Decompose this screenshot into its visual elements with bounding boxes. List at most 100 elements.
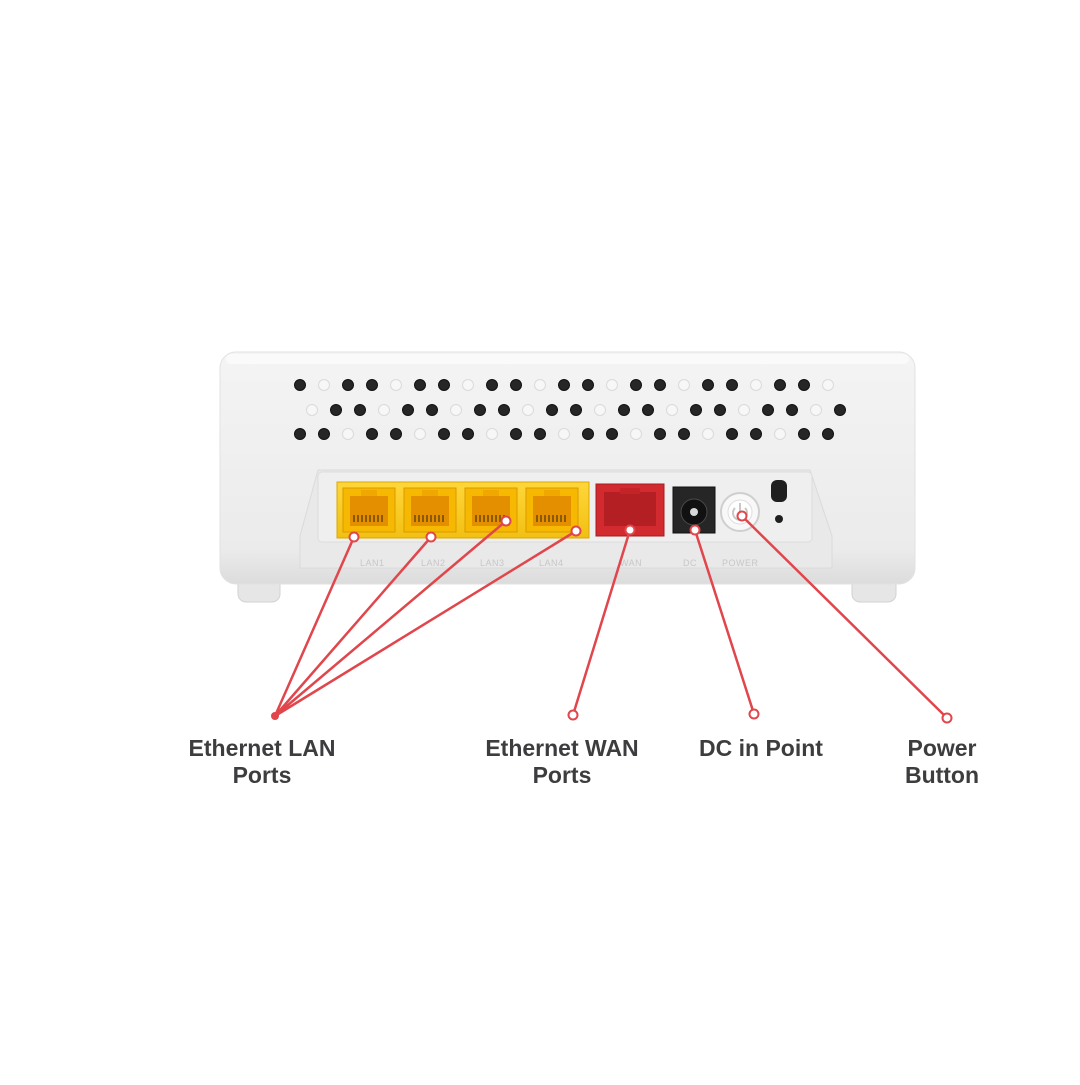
lan-port-pin	[475, 515, 477, 522]
vent-hole	[762, 404, 774, 416]
lan-port-pin	[495, 515, 497, 522]
lan-port-pin	[560, 515, 562, 522]
lan1-label: LAN1	[360, 558, 385, 568]
vent-hole	[414, 428, 426, 440]
power-label: POWER	[722, 558, 759, 568]
lan-port-pin	[377, 515, 379, 522]
vent-hole	[570, 404, 582, 416]
lan-port-pin	[353, 515, 355, 522]
wan-callout-endpoint	[624, 524, 636, 536]
lan-callout-hub	[271, 712, 279, 720]
vent-hole	[438, 428, 450, 440]
wan-callout-anchor	[567, 709, 579, 721]
lan-port-pin	[373, 515, 375, 522]
vent-hole	[630, 428, 642, 440]
lan-port-clip	[361, 490, 377, 496]
lan-port-pin	[556, 515, 558, 522]
lan-port-pin	[442, 515, 444, 522]
vent-hole	[534, 379, 546, 391]
vent-hole	[450, 404, 462, 416]
vent-hole	[606, 379, 618, 391]
wps-button[interactable]	[771, 480, 787, 502]
lan3-label: LAN3	[480, 558, 505, 568]
callout-label-ethernet-lan: Ethernet LAN Ports	[188, 735, 336, 788]
lan-port-pin	[361, 515, 363, 522]
vent-hole	[342, 379, 354, 391]
vent-hole	[390, 379, 402, 391]
vent-hole	[378, 404, 390, 416]
vent-hole	[330, 404, 342, 416]
vent-hole	[690, 404, 702, 416]
vent-hole	[618, 404, 630, 416]
dc-jack-pin	[690, 508, 698, 516]
vent-hole	[582, 428, 594, 440]
vent-hole	[390, 428, 402, 440]
lan2-label: LAN2	[421, 558, 446, 568]
vent-hole	[630, 379, 642, 391]
vent-hole	[438, 379, 450, 391]
lan-port-pin	[357, 515, 359, 522]
vent-hole	[306, 404, 318, 416]
vent-hole	[726, 379, 738, 391]
vent-hole	[558, 379, 570, 391]
lan-port-pin	[430, 515, 432, 522]
lan-callout-line	[273, 536, 356, 717]
power-callout-anchor	[941, 712, 953, 724]
power-callout-endpoint	[736, 510, 748, 522]
vent-hole	[822, 428, 834, 440]
callout-label-power-button: Power Button	[904, 735, 980, 788]
lan-port-pin	[540, 515, 542, 522]
lan-port-pin	[552, 515, 554, 522]
vent-hole	[486, 379, 498, 391]
vent-hole	[462, 379, 474, 391]
vent-hole	[810, 404, 822, 416]
dc-callout-line	[693, 529, 756, 715]
vent-hole	[798, 379, 810, 391]
vent-hole	[798, 428, 810, 440]
vent-hole	[774, 379, 786, 391]
lan-callout-endpoint	[500, 515, 512, 527]
lan-callout-line	[274, 520, 507, 717]
vent-hole	[774, 428, 786, 440]
vent-hole	[654, 379, 666, 391]
vent-hole	[750, 428, 762, 440]
lan-callout-line	[274, 536, 432, 717]
vent-hole	[642, 404, 654, 416]
reset-pinhole[interactable]	[775, 515, 783, 523]
lan-port-pin	[422, 515, 424, 522]
lan-port-pin	[418, 515, 420, 522]
lan-port-pin	[536, 515, 538, 522]
vent-hole	[294, 379, 306, 391]
lan-port-pin	[438, 515, 440, 522]
vent-hole	[402, 404, 414, 416]
lan-port-pin	[544, 515, 546, 522]
vent-hole	[342, 428, 354, 440]
vent-hole	[726, 428, 738, 440]
dc-callout-endpoint	[689, 524, 701, 536]
dc-label: DC	[683, 558, 697, 568]
vent-hole	[546, 404, 558, 416]
lan-port-pin	[487, 515, 489, 522]
router-body-top-edge	[226, 354, 909, 364]
lan-port-pin	[548, 515, 550, 522]
callout-label-ethernet-wan: Ethernet WAN Ports	[485, 735, 639, 788]
vent-hole	[486, 428, 498, 440]
lan-callout-line	[274, 529, 577, 718]
lan-callout-endpoint	[348, 531, 360, 543]
vent-hole	[654, 428, 666, 440]
vent-hole	[318, 379, 330, 391]
lan-port-clip	[422, 490, 438, 496]
lan-port-pin	[499, 515, 501, 522]
dc-callout-anchor	[748, 708, 760, 720]
lan4-label: LAN4	[539, 558, 564, 568]
vent-hole	[510, 428, 522, 440]
lan-port-pin	[483, 515, 485, 522]
vent-hole	[678, 428, 690, 440]
vent-hole	[474, 404, 486, 416]
lan-port-pin	[434, 515, 436, 522]
vent-hole	[498, 404, 510, 416]
lan-port-pin	[414, 515, 416, 522]
wan-label: WAN	[620, 558, 642, 568]
